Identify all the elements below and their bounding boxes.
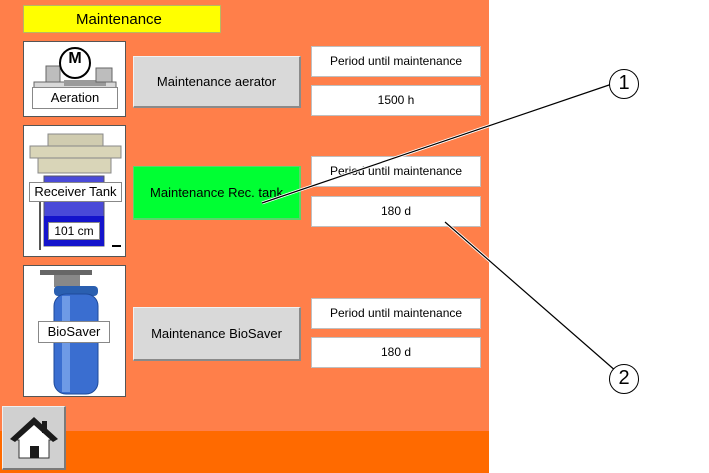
maintenance-aerator-button[interactable]: Maintenance aerator [133,56,301,108]
biosaver-period-label: Period until maintenance [311,298,481,329]
biosaver-label: BioSaver [38,321,110,343]
callout-1: 1 [609,69,639,99]
home-icon [10,417,58,459]
receiver-tank-period-value[interactable]: 180 d [311,196,481,227]
biosaver-period-value[interactable]: 180 d [311,337,481,368]
page-title: Maintenance [23,5,221,33]
bottom-bar [0,431,489,473]
receiver-tank-tile: Receiver Tank 101 cm [23,125,126,257]
aeration-period-value[interactable]: 1500 h [311,85,481,116]
callout-2: 2 [609,364,639,394]
maintenance-receiver-tank-button[interactable]: Maintenance Rec. tank [133,166,301,220]
motor-symbol: M [68,50,82,67]
biosaver-tile: BioSaver [23,265,126,397]
biosaver-tank-icon [40,270,99,395]
home-button[interactable] [2,406,66,470]
receiver-tank-level: 101 cm [48,222,100,240]
receiver-tank-period-label: Period until maintenance [311,156,481,187]
aeration-period-label: Period until maintenance [311,46,481,77]
aeration-label: Aeration [32,87,118,109]
aeration-tile: M Aeration [23,41,126,117]
maintenance-biosaver-button[interactable]: Maintenance BioSaver [133,307,301,361]
receiver-tank-label: Receiver Tank [29,182,122,202]
